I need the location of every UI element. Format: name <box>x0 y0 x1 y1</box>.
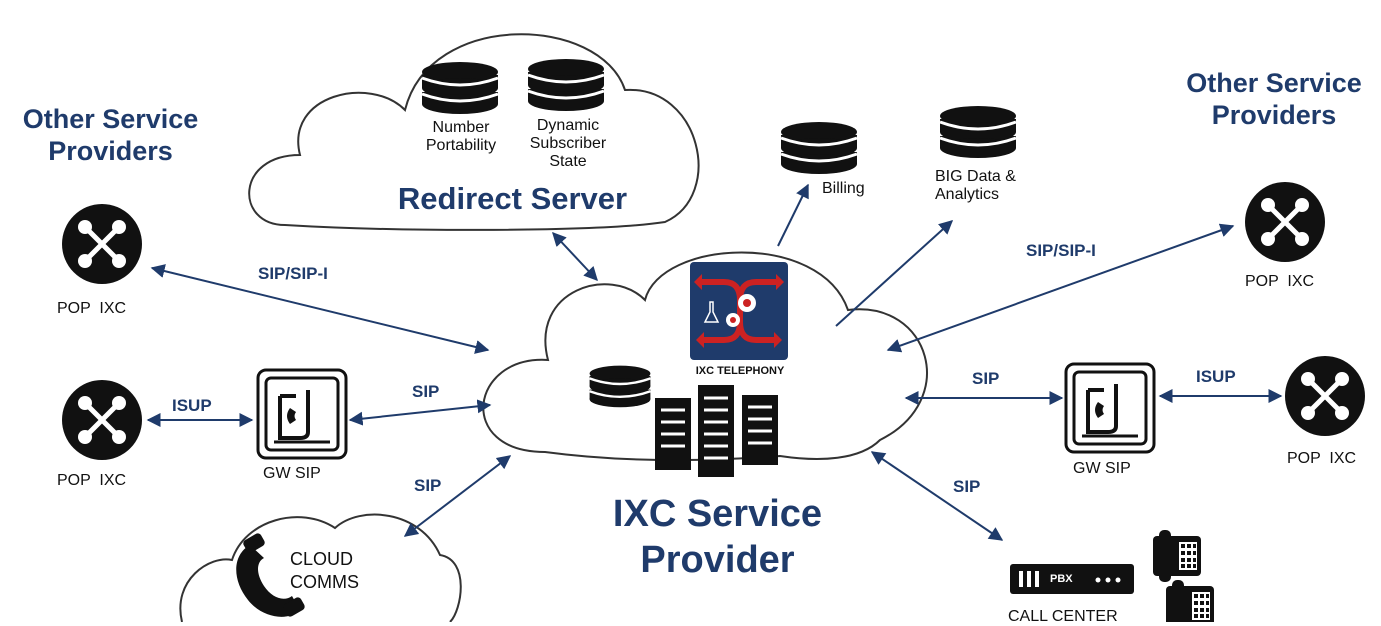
gw-sip-label: GW SIP <box>263 465 321 482</box>
sip-label: SIP <box>972 369 1000 388</box>
pbx-icon <box>1010 564 1134 594</box>
arrow-big-data <box>835 220 954 327</box>
ixc-telephony-logo <box>690 262 788 360</box>
isup-label: ISUP <box>1196 367 1236 386</box>
pop-ixc-label: POP IXC <box>1287 450 1357 467</box>
desk-phone-icon <box>1166 580 1214 622</box>
sip-label: SIP <box>412 382 440 401</box>
sip-sipi-label: SIP/SIP-I <box>258 264 328 283</box>
redirect-server-heading: Redirect Server <box>397 181 628 216</box>
sip-label: SIP <box>953 477 981 496</box>
number-portability-db-icon <box>420 60 500 116</box>
other-providers-right-heading: Other Service Providers <box>1186 68 1362 131</box>
connection-arrows <box>146 183 1283 541</box>
sip-label: SIP <box>414 476 442 495</box>
gw-sip-label: GW SIP <box>1073 460 1131 477</box>
pbx-label: PBX <box>1050 573 1073 585</box>
gw-sip-icon <box>256 368 348 460</box>
big-data-label: BIG Data & Analytics <box>935 168 1016 203</box>
arrow-pop-top-left <box>150 264 490 354</box>
arrow-call-center <box>870 451 1004 541</box>
gw-sip-icon <box>1064 362 1156 454</box>
arrow-billing <box>777 183 809 247</box>
big-data-db-icon <box>938 104 1018 160</box>
pop-ixc-label: POP IXC <box>57 300 127 317</box>
dynamic-subscriber-label: Dynamic Subscriber State <box>529 117 607 170</box>
ixc-service-provider-heading: IXC Service Provider <box>612 493 823 581</box>
ixc-telephony-label: IXC TELEPHONY <box>695 365 785 377</box>
pop-ixc-hub-icon <box>1285 356 1365 436</box>
sip-sipi-label: SIP/SIP-I <box>1026 241 1096 260</box>
arrow-redirect <box>552 231 598 282</box>
server-stack-icon <box>655 385 778 477</box>
arrow-cloud-comms <box>403 455 512 537</box>
desk-phone-icon <box>1153 530 1201 582</box>
arrow-pop-top-right <box>886 223 1235 353</box>
handset-icon <box>236 533 305 617</box>
pop-ixc-label: POP IXC <box>1245 273 1315 290</box>
cloud-comms-label: CLOUD COMMS <box>290 549 359 593</box>
arrow-gw-left <box>348 399 492 426</box>
call-center-label: CALL CENTER <box>1008 608 1118 625</box>
pop-ixc-hub-icon <box>62 204 142 284</box>
billing-label: Billing <box>822 180 865 197</box>
dynamic-subscriber-db-icon <box>526 57 606 113</box>
pop-ixc-hub-icon <box>1245 182 1325 262</box>
other-providers-left-heading: Other Service Providers <box>22 104 199 167</box>
billing-db-icon <box>779 120 859 176</box>
pop-ixc-label: POP IXC <box>57 472 127 489</box>
pop-ixc-hub-icon <box>62 380 142 460</box>
ixc-db-icon <box>588 364 652 409</box>
isup-label: ISUP <box>172 396 212 415</box>
number-portability-label: Number Portability <box>425 119 497 154</box>
